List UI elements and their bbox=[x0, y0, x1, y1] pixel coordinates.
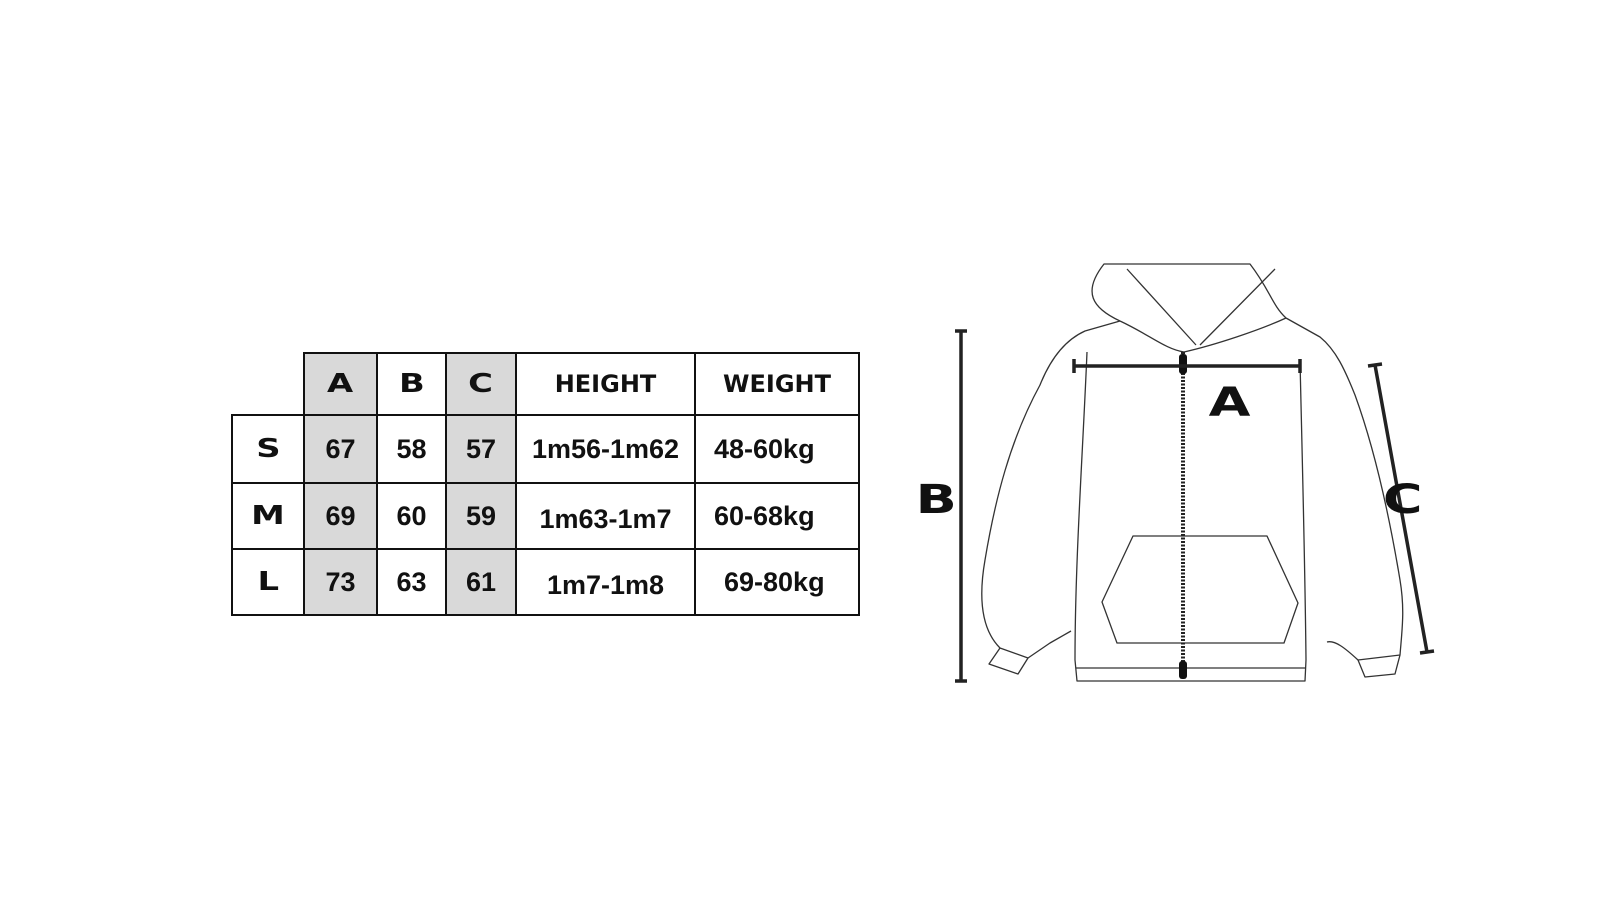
label-b: B bbox=[915, 477, 957, 523]
cell-s-c: 57 bbox=[445, 414, 517, 484]
size-text: S bbox=[255, 434, 281, 464]
zipper-pull-bottom bbox=[1179, 661, 1187, 679]
right-sleeve bbox=[1285, 317, 1404, 661]
hood-inner bbox=[1126, 268, 1276, 346]
header-a-text: A bbox=[327, 369, 354, 399]
cell-l-c: 61 bbox=[445, 548, 517, 616]
size-label-s: S bbox=[231, 414, 305, 484]
size-text: L bbox=[257, 567, 279, 597]
cell-m-height: 1m63-1m7 bbox=[515, 482, 696, 550]
left-sleeve bbox=[981, 320, 1121, 659]
header-height: HEIGHT bbox=[515, 352, 696, 416]
header-b-text: B bbox=[398, 369, 425, 399]
header-a: A bbox=[303, 352, 378, 416]
cell-m-b: 60 bbox=[376, 482, 447, 550]
zipper-pull-top bbox=[1179, 354, 1187, 374]
left-cuff bbox=[988, 647, 1029, 675]
measure-c-line bbox=[1367, 362, 1435, 655]
size-text: M bbox=[251, 501, 285, 531]
label-c: C bbox=[1382, 477, 1423, 523]
label-a: A bbox=[1208, 380, 1251, 426]
cell-l-b: 63 bbox=[376, 548, 447, 616]
measure-a-line bbox=[1072, 359, 1302, 373]
right-cuff bbox=[1357, 654, 1401, 678]
header-weight: WEIGHT bbox=[694, 352, 860, 416]
cell-l-weight: 69-80kg bbox=[694, 548, 860, 616]
measure-b-line bbox=[955, 329, 967, 683]
cell-s-height: 1m56-1m62 bbox=[515, 414, 696, 484]
size-label-l: L bbox=[231, 548, 305, 616]
pocket bbox=[1101, 535, 1299, 644]
hood-outline bbox=[1091, 263, 1287, 322]
header-c-text: C bbox=[468, 369, 494, 399]
neckline bbox=[1119, 317, 1287, 353]
cell-l-height: 1m7-1m8 bbox=[515, 548, 696, 616]
cell-m-weight: 60-68kg bbox=[694, 482, 860, 550]
body-outline bbox=[1074, 351, 1307, 682]
cell-s-b: 58 bbox=[376, 414, 447, 484]
cell-m-c: 59 bbox=[445, 482, 517, 550]
cell-l-a: 73 bbox=[303, 548, 378, 616]
